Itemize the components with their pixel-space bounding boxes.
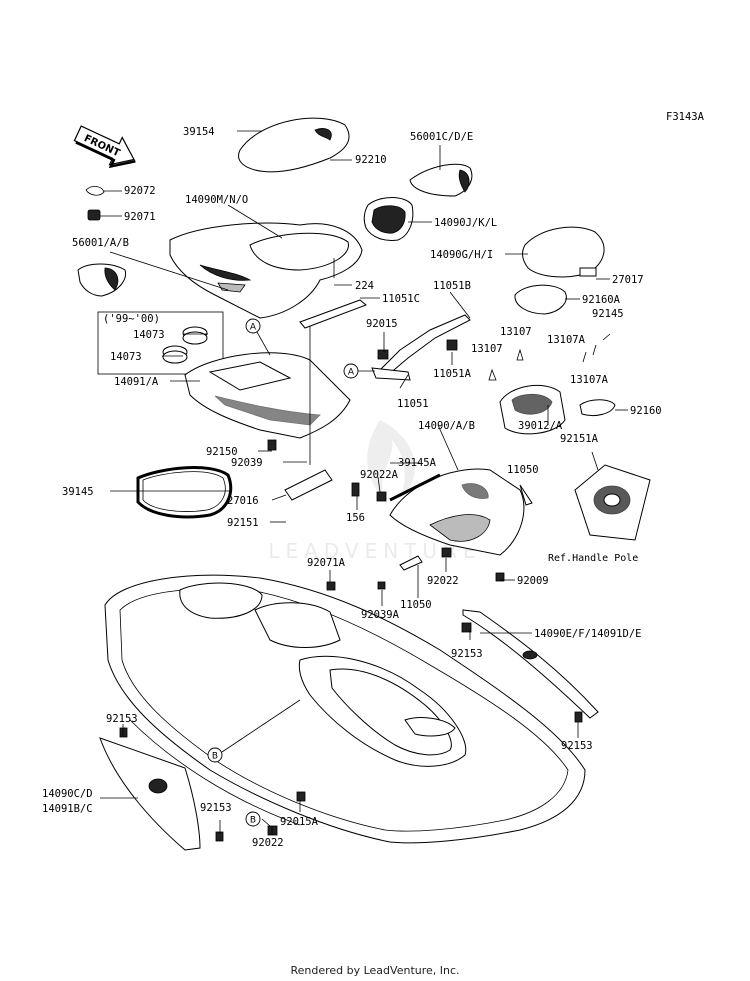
label-14091a: 14091/A [114, 376, 159, 388]
bracket-27016 [284, 469, 333, 501]
label-92015a: 92015A [280, 816, 319, 828]
front-cover-14090ab [389, 468, 525, 556]
label-14091bc: 14091B/C [42, 803, 93, 815]
label-156: 156 [346, 512, 365, 524]
label-92160a: 92160A [582, 294, 621, 306]
label-11050b: 11050 [400, 599, 432, 611]
svg-text:B: B [212, 752, 218, 762]
lid-14090jkl [363, 197, 414, 241]
label-92150: 92150 [206, 446, 238, 458]
label-92160: 92160 [630, 405, 662, 417]
part-labels: 39154 56001C/D/E 92210 92072 92071 14090… [42, 126, 662, 849]
label-39012a: 39012/A [518, 420, 563, 432]
label-92153-b: 92153 [106, 713, 138, 725]
upper-cover-14090mno [169, 222, 363, 319]
grip-56001ab [77, 263, 127, 297]
label-92071: 92071 [124, 211, 156, 223]
ref-note: Ref.Handle Pole [548, 553, 638, 564]
label-14073b: 14073 [110, 351, 142, 363]
label-14090jkl: 14090J/K/L [434, 217, 497, 229]
label-39154: 39154 [183, 126, 215, 138]
pad-92160 [579, 399, 616, 417]
label-92071a: 92071A [307, 557, 346, 569]
label-92039a: 92039A [361, 609, 400, 621]
svg-text:B: B [250, 816, 256, 826]
footer-credit: Rendered by LeadVenture, Inc. [290, 964, 459, 977]
label-27017: 27017 [612, 274, 644, 286]
hull-deck [104, 574, 586, 844]
label-14073a: 14073 [133, 329, 165, 341]
label-27016: 27016 [227, 495, 259, 507]
label-92151: 92151 [227, 517, 259, 529]
nut-92071 [87, 209, 101, 221]
seat-cover-39154 [238, 117, 350, 173]
callout-a1: A [245, 318, 261, 334]
handle-pole-boot [574, 451, 651, 541]
label-14090ghi: 14090G/H/I [430, 249, 493, 261]
front-arrow-icon: FRONT [73, 125, 136, 169]
housing-39012a [499, 384, 566, 435]
callout-b1: B [207, 747, 223, 763]
label-14090ab: 14090/A/B [418, 420, 475, 432]
tray-14091a [184, 352, 351, 439]
bracket-11051c [299, 299, 367, 329]
label-224: 224 [355, 280, 374, 292]
label-92210: 92210 [355, 154, 387, 166]
label-14090cd: 14090C/D [42, 788, 93, 800]
label-56001cde: 56001C/D/E [410, 131, 473, 143]
watermark-logo [367, 420, 415, 500]
watermark-text: LEADVENTURE [268, 539, 481, 563]
label-92072: 92072 [124, 185, 156, 197]
label-39145a: 39145A [398, 457, 437, 469]
svg-text:A: A [348, 368, 355, 378]
cover-14090ghi [522, 226, 605, 278]
gasket-39145 [136, 466, 233, 519]
label-11051a: 11051A [433, 368, 472, 380]
callout-a2: A [343, 363, 359, 379]
label-13107A-2: 13107A [570, 374, 609, 386]
clip-92072 [85, 186, 105, 196]
callout-b2: B [245, 811, 261, 827]
label-92022-b: 92022 [427, 575, 459, 587]
label-92015: 92015 [366, 318, 398, 330]
bracket-11051b [379, 314, 471, 376]
label-92022a: 92022A [360, 469, 399, 481]
clip-11051a [446, 339, 458, 351]
side-panel-left [99, 737, 201, 851]
side-strip-right [462, 609, 599, 719]
label-92145: 92145 [592, 308, 624, 320]
label-92153-a: 92153 [451, 648, 483, 660]
label-92153-c: 92153 [561, 740, 593, 752]
year-variant-box: ('99~'00) [97, 311, 224, 375]
svg-text:A: A [250, 323, 257, 333]
label-92151a: 92151A [560, 433, 599, 445]
figure-code: F3143A [666, 111, 705, 123]
leader-lines [100, 130, 628, 835]
nut-92015 [377, 349, 389, 360]
pad-92160a [514, 284, 567, 315]
label-13107b: 13107 [471, 343, 503, 355]
label-13107a: 13107 [500, 326, 532, 338]
year-note: ('99~'00) [103, 313, 160, 325]
label-92039: 92039 [231, 457, 263, 469]
label-11051: 11051 [397, 398, 429, 410]
grip-56001cde [409, 163, 473, 197]
label-11051b: 11051B [433, 280, 471, 292]
label-11050a: 11050 [507, 464, 539, 476]
label-14090mno: 14090M/N/O [185, 194, 248, 206]
label-13107A-1: 13107A [547, 334, 586, 346]
label-14090ef: 14090E/F/14091D/E [534, 628, 641, 640]
label-56001ab: 56001/A/B [72, 237, 129, 249]
label-39145: 39145 [62, 486, 94, 498]
label-11051c: 11051C [382, 293, 420, 305]
label-92153-d: 92153 [200, 802, 232, 814]
label-92022-c: 92022 [252, 837, 284, 849]
label-92009: 92009 [517, 575, 549, 587]
